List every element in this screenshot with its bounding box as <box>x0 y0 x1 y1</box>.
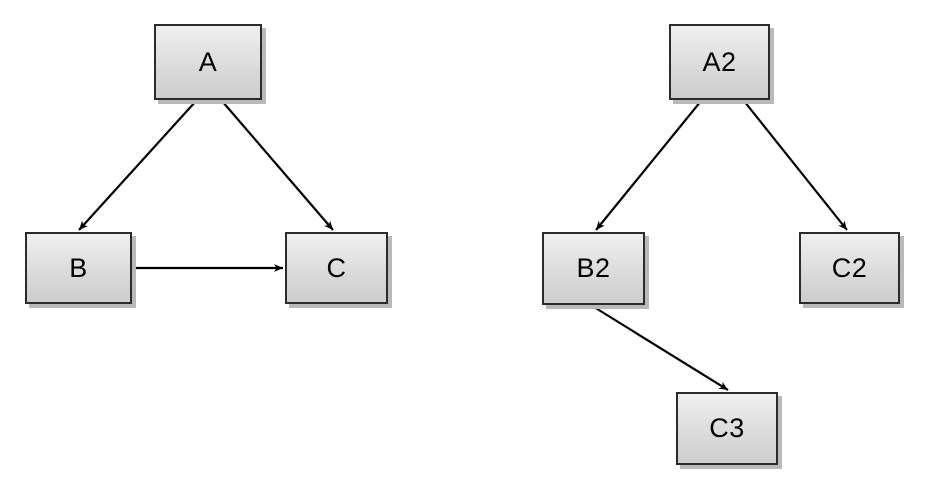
edge-a-to-c <box>221 100 334 231</box>
edge-a2-to-c2 <box>743 100 848 231</box>
node-label-b2: B2 <box>576 253 611 283</box>
node-c[interactable]: C <box>285 232 388 304</box>
node-label-a: A <box>198 46 218 77</box>
edge-a-to-b <box>78 100 197 231</box>
edge-a2-to-b2 <box>595 100 702 231</box>
node-c2[interactable]: C2 <box>799 232 900 304</box>
node-label-b: B <box>69 252 88 283</box>
node-label-a2: A2 <box>702 46 737 77</box>
node-a2[interactable]: A2 <box>669 24 770 100</box>
node-b[interactable]: B <box>25 232 132 304</box>
node-label-c2: C2 <box>831 252 868 283</box>
node-label-c3: C3 <box>709 413 745 443</box>
edge-b2-to-c3 <box>593 306 729 391</box>
node-label-c: C <box>326 252 347 283</box>
node-c3[interactable]: C3 <box>676 392 778 465</box>
node-b2[interactable]: B2 <box>542 232 645 305</box>
node-a[interactable]: A <box>154 24 262 100</box>
